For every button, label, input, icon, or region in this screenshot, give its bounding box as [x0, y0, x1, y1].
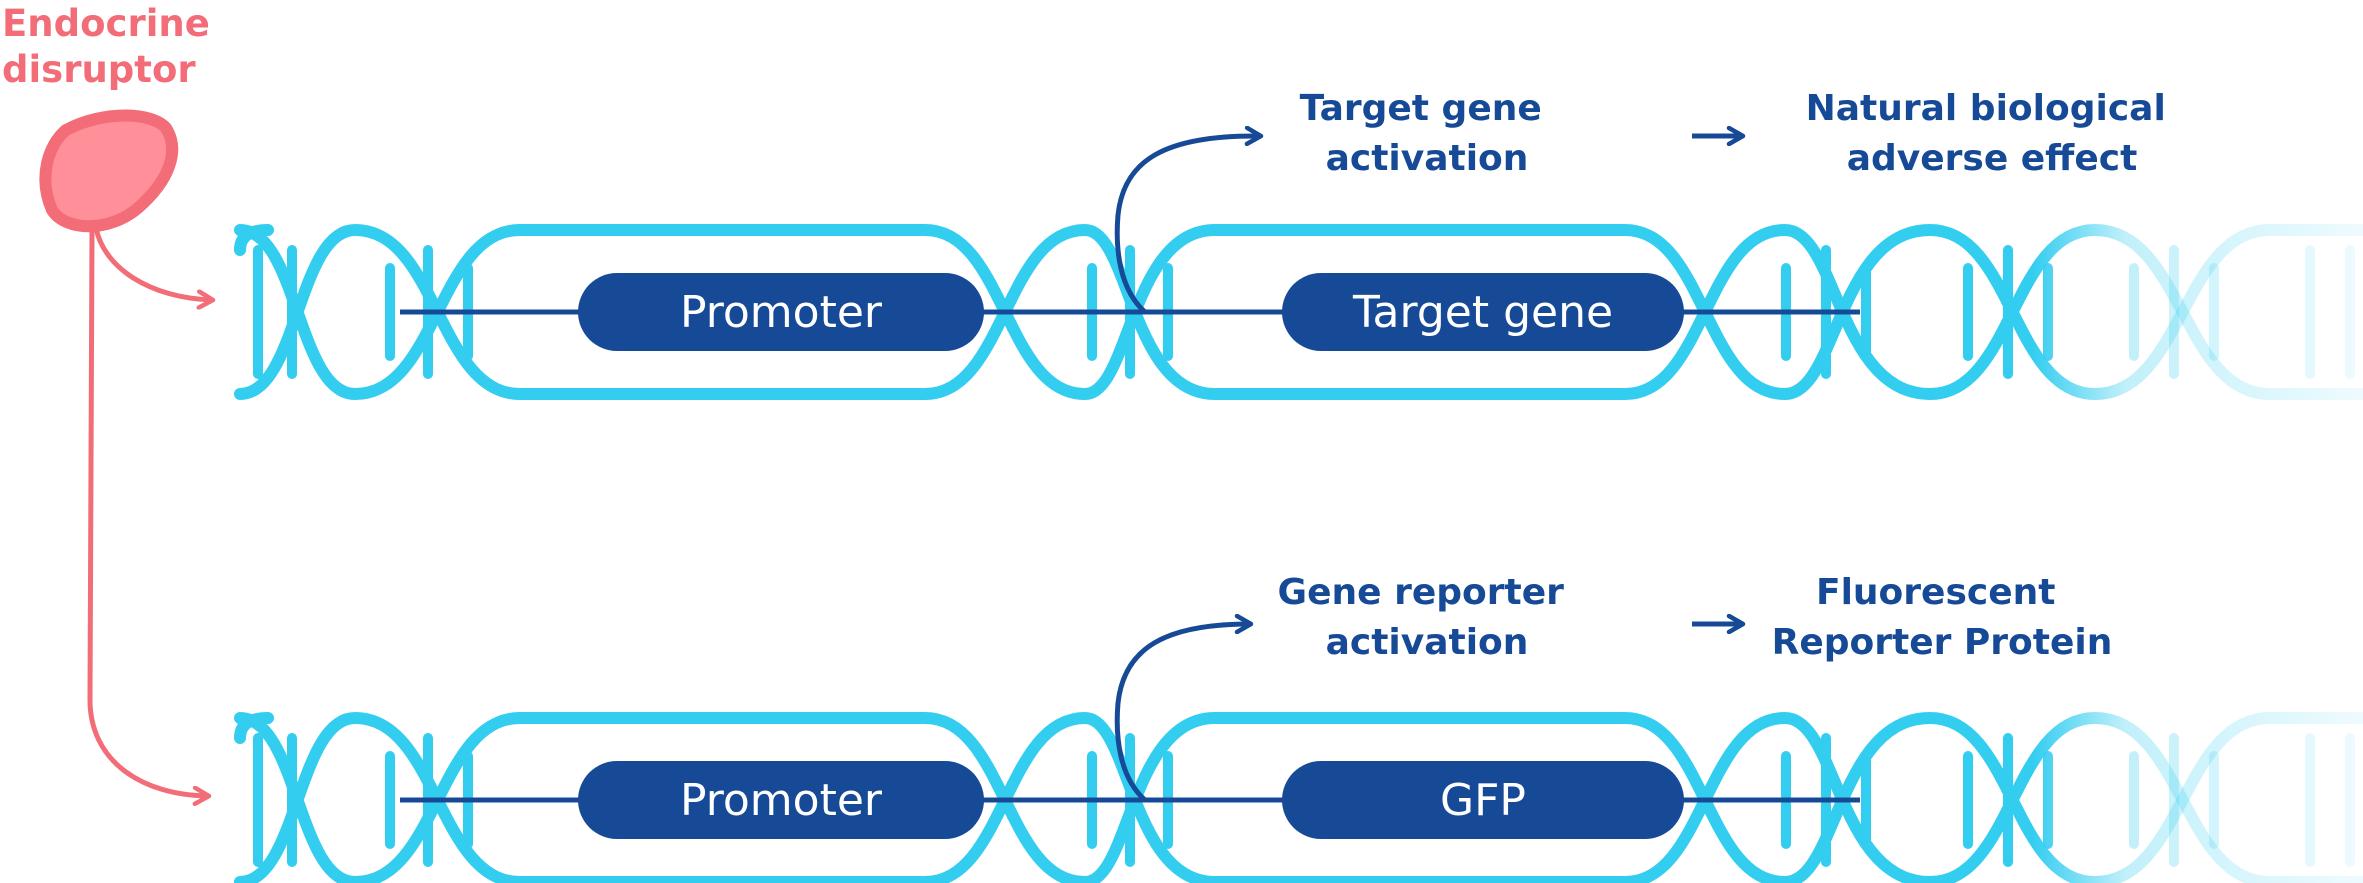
promoter-pill: Promoter	[578, 761, 984, 839]
activation-arrow	[1114, 624, 1250, 802]
activation-arrow	[1114, 136, 1260, 314]
disruptor-blob-icon	[39, 109, 179, 233]
strand-reporter: Promoter GFP Gene reporter activation Fl…	[234, 572, 2363, 883]
target-gene-pill: Target gene	[1282, 273, 1684, 351]
disruptor-label-line-1: Endocrine	[2, 2, 210, 45]
effect-label-line-2: adverse effect	[1847, 138, 2138, 179]
effect-label-line-1: Natural biological	[1806, 88, 2166, 129]
promoter-label: Promoter	[680, 287, 883, 338]
endocrine-disruptor: Endocrine disruptor	[2, 2, 223, 796]
effect-label-line-2: Reporter Protein	[1772, 622, 2113, 663]
activation-label-line-2: activation	[1326, 138, 1529, 179]
effect-label-line-1: Fluorescent	[1816, 572, 2055, 613]
activation-label: Gene reporter activation	[1278, 572, 1577, 663]
promoter-pill: Promoter	[578, 273, 984, 351]
promoter-label: Promoter	[680, 775, 883, 826]
disruptor-arrow-bottom	[87, 229, 208, 796]
activation-label-line-1: Target gene	[1300, 88, 1542, 129]
gfp-pill: GFP	[1282, 761, 1684, 839]
dna-end-cap	[234, 224, 274, 256]
effect-label: Natural biological adverse effect	[1806, 88, 2179, 179]
disruptor-arrow-top	[93, 227, 212, 300]
activation-label: Target gene activation	[1300, 88, 1555, 179]
disruptor-label: Endocrine disruptor	[2, 2, 223, 91]
target-gene-label: Target gene	[1352, 287, 1613, 338]
gfp-label: GFP	[1440, 775, 1526, 826]
disruptor-label-line-2: disruptor	[2, 48, 196, 91]
strand-natural: Promoter Target gene Target gene activat…	[234, 88, 2363, 401]
dna-end-cap	[234, 712, 274, 744]
effect-label: Fluorescent Reporter Protein	[1772, 572, 2113, 663]
activation-label-line-2: activation	[1326, 622, 1529, 663]
activation-label-line-1: Gene reporter	[1278, 572, 1565, 613]
